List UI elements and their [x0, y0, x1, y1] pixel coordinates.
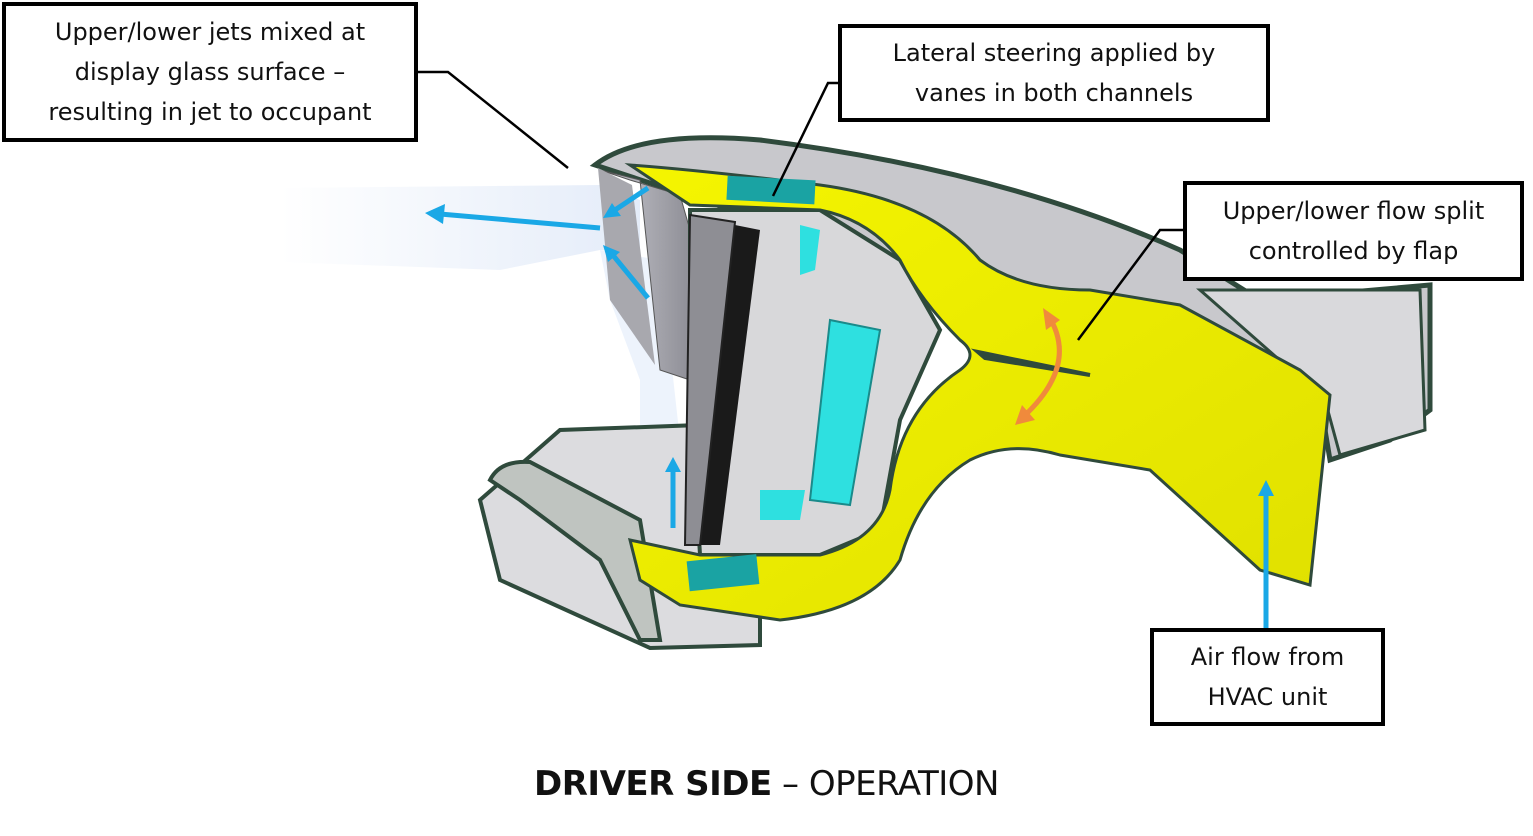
- vane-cyan-arm: [800, 225, 820, 275]
- callout-hvac-airflow-line-2: HVAC unit: [1207, 683, 1328, 711]
- vane-cyan-foot: [760, 490, 805, 520]
- vane-lower: [686, 554, 760, 592]
- vane-upper: [726, 175, 816, 205]
- leader-lines: [418, 70, 1183, 341]
- callout-flow-split-line-2: controlled by flap: [1248, 237, 1459, 265]
- callout-lateral-steering-line-2: vanes in both channels: [914, 79, 1194, 107]
- flow-arrows: [425, 185, 1274, 628]
- flow-arrow-occupant: [439, 211, 601, 231]
- flow-arrow-hvac-head: [1258, 480, 1274, 496]
- display-housing: [598, 168, 655, 365]
- figure-caption: DRIVER SIDE – OPERATION: [0, 764, 1533, 804]
- display-panel: [683, 213, 737, 546]
- air-jet-mist: [280, 185, 640, 270]
- leader-mixed-jets: [418, 70, 569, 169]
- flow-split-flap: [970, 348, 1091, 377]
- flow-arrow-upper-jet-head: [603, 203, 621, 218]
- air-duct: [624, 163, 1332, 622]
- callout-flow-split-line-1: Upper/lower flow split: [1222, 197, 1485, 225]
- flap-rotation-arrow: [1020, 313, 1062, 420]
- caption-bold: DRIVER SIDE: [534, 764, 772, 804]
- callout-flow-split: Upper/lower flow split controlled by fla…: [1183, 181, 1524, 281]
- display-glass-stack: [700, 225, 760, 545]
- caption-separator: –: [771, 764, 809, 804]
- flap-arrow-head-bottom: [1015, 405, 1035, 425]
- caption-regular: OPERATION: [808, 764, 1000, 804]
- callout-mixed-jets-line-3: resulting in jet to occupant: [48, 98, 372, 126]
- lower-bracket: [487, 459, 663, 642]
- callout-lateral-steering-line-1: Lateral steering applied by: [892, 39, 1216, 67]
- callout-lateral-steering: Lateral steering applied by vanes in bot…: [838, 24, 1270, 122]
- flow-arrow-upper-jet: [610, 185, 650, 215]
- callout-mixed-jets-line-2: display glass surface –: [74, 58, 346, 86]
- flow-arrow-bottom-head: [665, 457, 681, 472]
- vane-cyan-linkage: [808, 318, 882, 507]
- flow-arrow-lower-jet: [610, 252, 650, 300]
- callout-hvac-airflow-line-1: Air flow from: [1190, 643, 1345, 671]
- flow-arrow-lower-jet-head: [603, 245, 620, 262]
- callout-hvac-airflow: Air flow from HVAC unit: [1150, 628, 1385, 726]
- callout-mixed-jets-line-1: Upper/lower jets mixed at: [54, 18, 366, 46]
- callout-mixed-jets: Upper/lower jets mixed at display glass …: [2, 2, 418, 142]
- leader-lateral-steering: [771, 81, 838, 197]
- flap-arrow-head-top: [1043, 308, 1060, 330]
- leader-flow-split: [1076, 228, 1183, 341]
- flow-arrow-occupant-head: [425, 204, 445, 224]
